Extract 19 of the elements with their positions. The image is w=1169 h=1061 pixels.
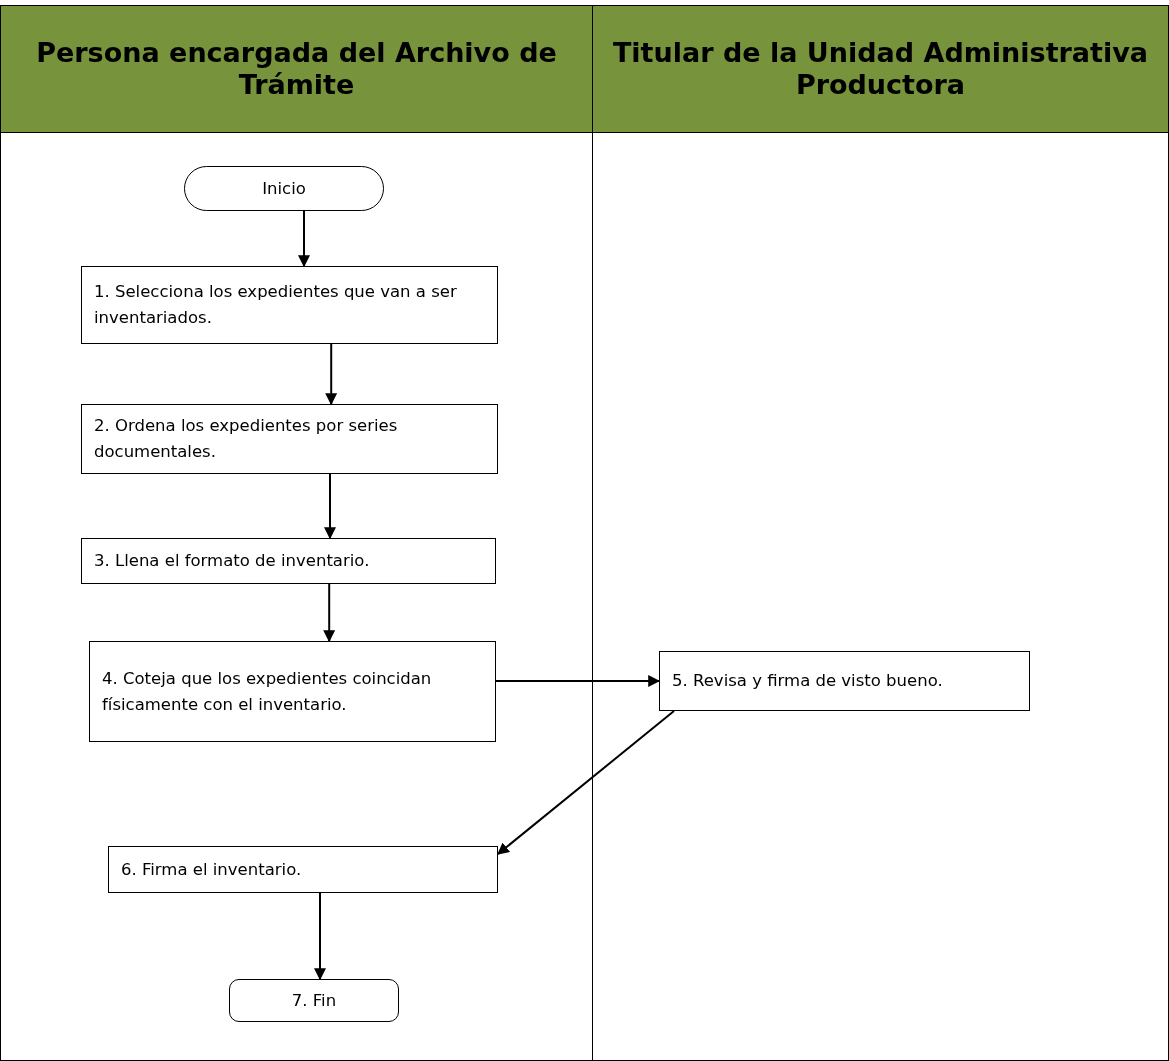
arrow — [324, 473, 336, 540]
process-box: 2. Ordena los expedientes por series documentales. — [81, 404, 498, 474]
process-box: 1. Selecciona los expedientes que van a ser inventariados. — [81, 266, 498, 344]
arrow — [323, 583, 336, 643]
lane-header: Persona encargada del Archivo de Trámite — [1, 6, 592, 133]
arrow — [325, 343, 338, 406]
process-box: 3. Llena el formato de inventario. — [81, 538, 496, 584]
process-box: 5. Revisa y firma de visto bueno. — [659, 651, 1030, 711]
arrow — [298, 210, 310, 268]
terminator: 7. Fin — [229, 979, 399, 1022]
swimlane — [0, 5, 593, 1061]
process-box: 4. Coteja que los expedientes coincidan físicamente con el inventario. — [89, 641, 496, 742]
terminator: Inicio — [184, 166, 384, 211]
arrow — [314, 892, 326, 981]
lane-header: Titular de la Unidad Administrativa Productora — [593, 6, 1168, 133]
arrow — [497, 710, 675, 855]
arrow — [495, 675, 661, 687]
swimlane — [592, 5, 1169, 1061]
process-box: 6. Firma el inventario. — [108, 846, 498, 893]
